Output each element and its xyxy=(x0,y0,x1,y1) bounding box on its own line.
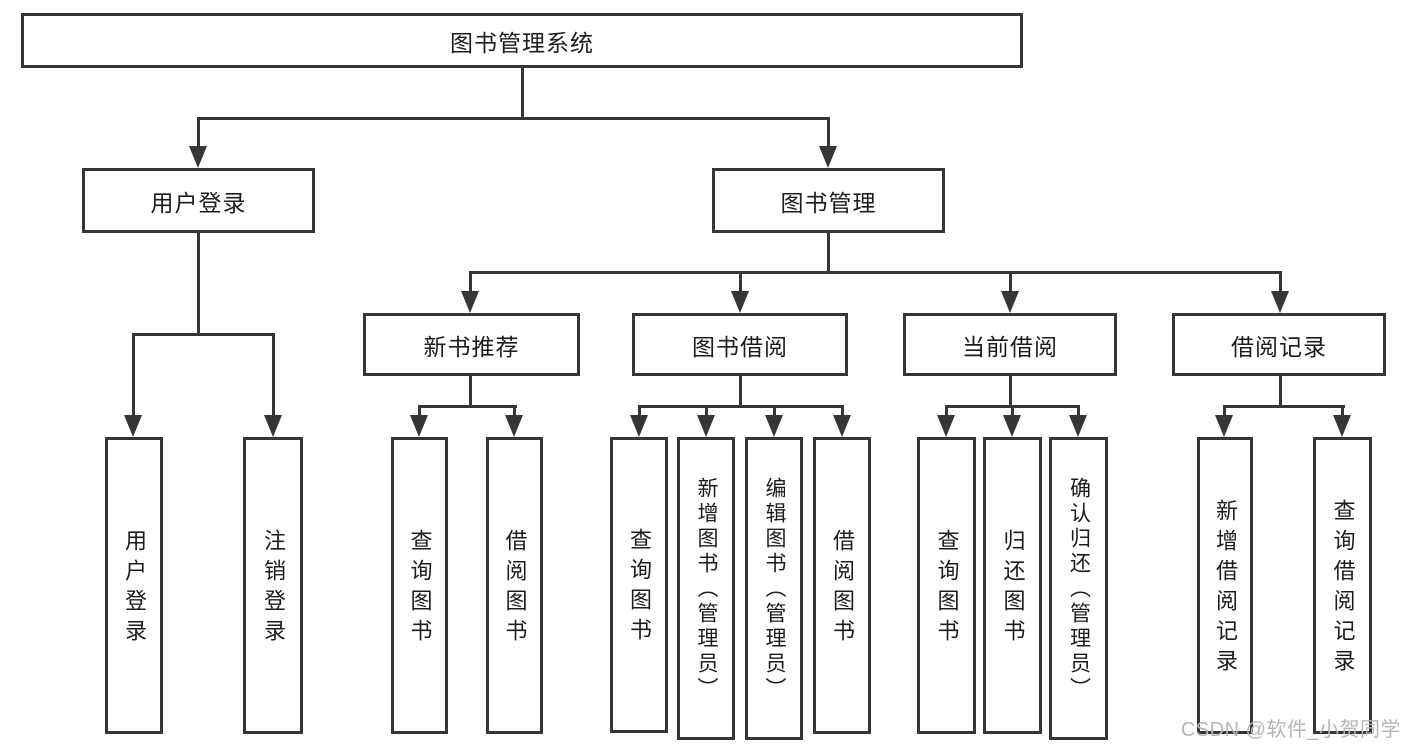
arrowhead xyxy=(765,415,783,437)
leaf-query-books-recommend: 查询图书 xyxy=(391,437,448,734)
arrowhead xyxy=(1271,291,1289,313)
leaf-borrow-books-recommend: 借阅图书 xyxy=(486,437,543,734)
arrowhead xyxy=(630,415,648,437)
arrowhead xyxy=(264,415,282,437)
arrowhead xyxy=(1003,415,1021,437)
arrowhead xyxy=(505,415,523,437)
arrowhead xyxy=(461,291,479,313)
node-borrow-record: 借阅记录 xyxy=(1172,313,1386,376)
arrowhead xyxy=(1001,291,1019,313)
leaf-logout: 注销登录 xyxy=(243,437,303,734)
leaf-edit-books-admin: 编辑图书（管理员） xyxy=(745,437,803,740)
leaf-return-books: 归还图书 xyxy=(983,437,1042,734)
arrowhead xyxy=(189,146,207,168)
node-book-borrow: 图书借阅 xyxy=(632,313,848,376)
node-book-management: 图书管理 xyxy=(712,168,945,233)
leaf-user-login: 用户登录 xyxy=(105,437,163,734)
arrowhead xyxy=(410,415,428,437)
leaf-add-books-admin: 新增图书（管理员） xyxy=(677,437,735,740)
node-user-login: 用户登录 xyxy=(82,168,315,233)
node-new-book-recommend: 新书推荐 xyxy=(363,313,580,376)
leaf-query-borrow-record: 查询借阅记录 xyxy=(1313,437,1372,734)
leaf-query-books-current: 查询图书 xyxy=(917,437,976,734)
leaf-confirm-return-admin: 确认归还（管理员） xyxy=(1049,437,1108,740)
arrowhead xyxy=(1215,415,1233,437)
watermark: CSDN @软件_小贺同学 xyxy=(1180,719,1401,741)
arrowhead xyxy=(731,291,749,313)
leaf-query-books-borrow: 查询图书 xyxy=(610,437,668,733)
arrowhead xyxy=(1333,415,1351,437)
arrowhead xyxy=(819,146,837,168)
leaf-add-borrow-record: 新增借阅记录 xyxy=(1197,437,1253,734)
arrowhead xyxy=(937,415,955,437)
arrowhead xyxy=(697,415,715,437)
node-current-borrow: 当前借阅 xyxy=(903,313,1117,376)
arrowhead xyxy=(833,415,851,437)
arrowhead xyxy=(124,415,142,437)
arrowhead xyxy=(1069,415,1087,437)
node-root: 图书管理系统 xyxy=(21,13,1023,68)
leaf-borrow-books: 借阅图书 xyxy=(813,437,871,734)
